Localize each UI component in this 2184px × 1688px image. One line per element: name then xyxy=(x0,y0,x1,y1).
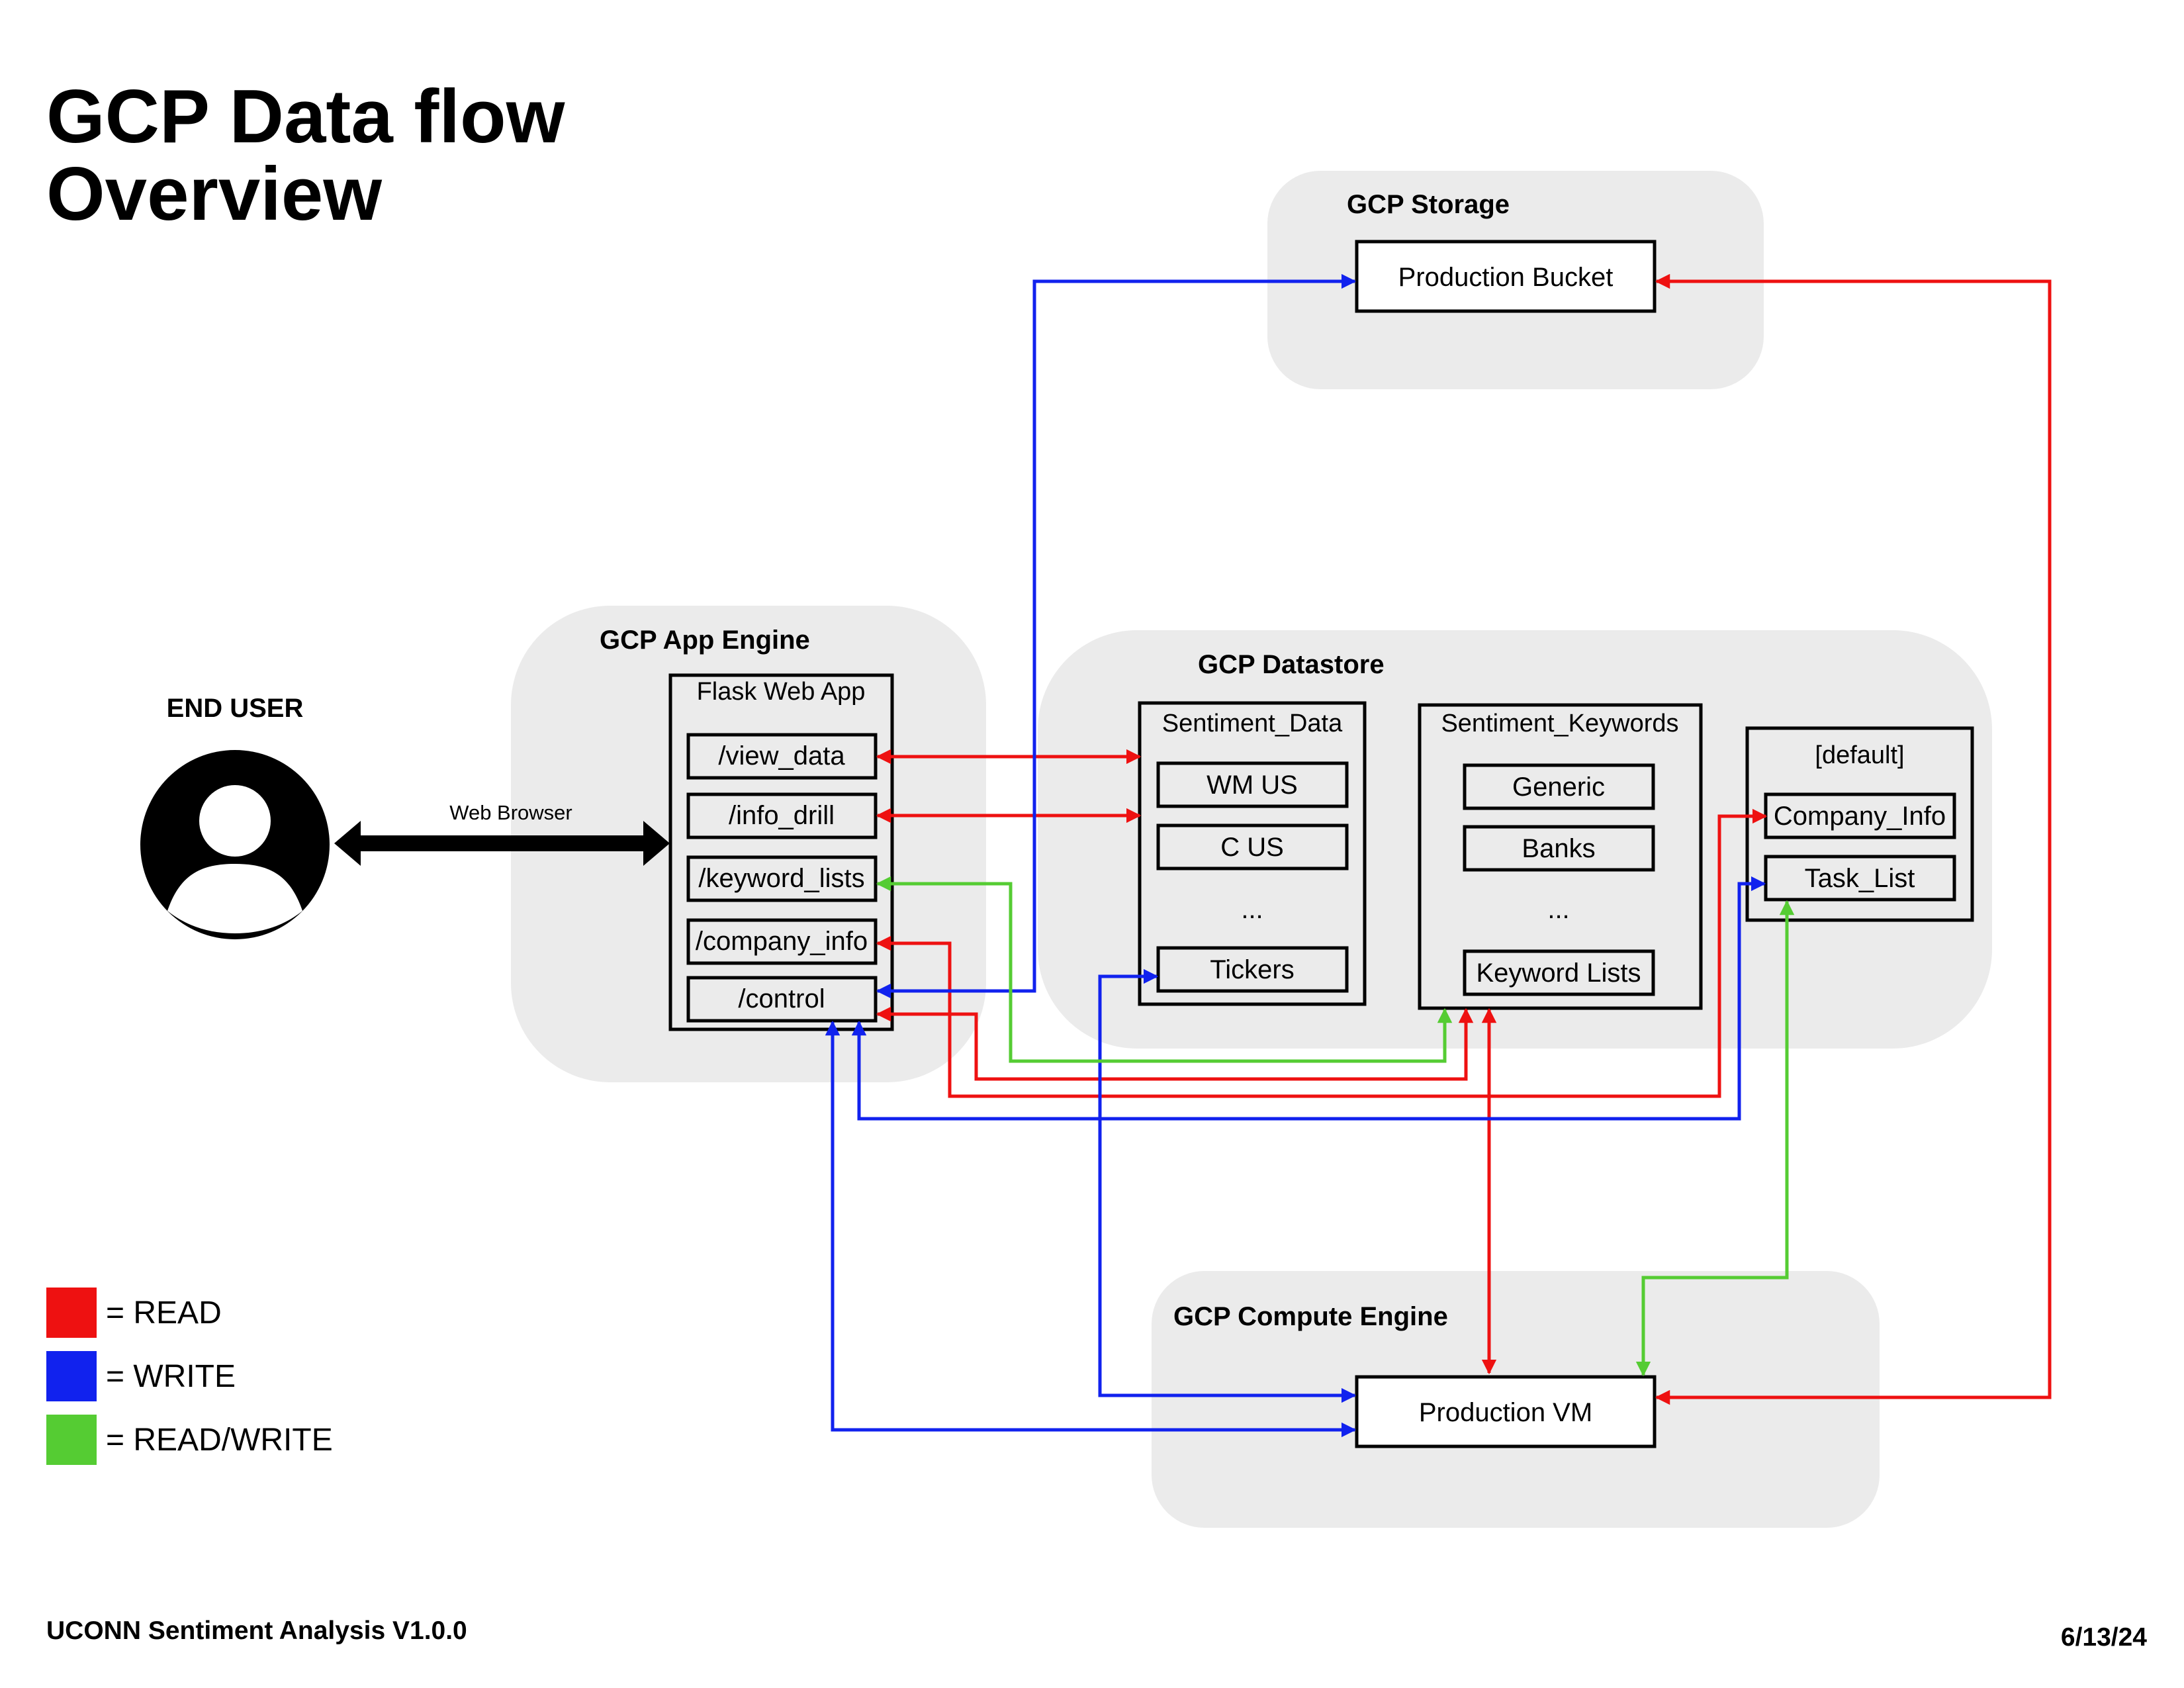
production-bucket-box xyxy=(1355,240,1657,313)
entity-wm-us-label: WM US xyxy=(1206,771,1298,800)
legend-item-readwrite: = READ/WRITE xyxy=(46,1415,333,1465)
legend-label-read: = READ xyxy=(106,1295,222,1331)
entity-banks-label: Banks xyxy=(1522,834,1595,863)
legend-swatch-write xyxy=(46,1351,97,1401)
storage-title: GCP Storage xyxy=(1347,190,1510,219)
entity-tickers-label: Tickers xyxy=(1210,955,1294,984)
legend-item-read: = READ xyxy=(46,1288,333,1338)
route-info-drill-label: /info_drill xyxy=(729,801,835,830)
sentiment-data-title: Sentiment_Data xyxy=(1162,710,1343,737)
production-vm-box xyxy=(1355,1375,1657,1448)
legend: = READ = WRITE = READ/WRITE xyxy=(46,1288,333,1478)
end-user-label: END USER xyxy=(167,694,304,723)
web-browser-label: Web Browser xyxy=(449,801,572,824)
read-link-bucket-to-vm xyxy=(1655,273,2052,1405)
page-title-line1: GCP Data flow xyxy=(46,75,565,159)
readwrite-link-task-list-to-vm xyxy=(1635,900,1795,1377)
end-user-icon xyxy=(140,750,330,939)
default-namespace-title: [default] xyxy=(1815,741,1904,769)
write-link-control-to-vm xyxy=(825,1020,1357,1438)
route-control-label: /control xyxy=(738,984,825,1013)
entity-task-list-label: Task_List xyxy=(1805,864,1915,893)
route-view-data-label: /view_data xyxy=(718,741,845,771)
legend-label-write: = WRITE xyxy=(106,1358,236,1394)
route-company-info-label: /company_info xyxy=(696,927,868,956)
entity-generic xyxy=(1463,763,1655,810)
datastore-title: GCP Datastore xyxy=(1198,650,1385,679)
production-vm-label: Production VM xyxy=(1419,1398,1592,1427)
sentiment-keywords-ellipsis: ... xyxy=(1547,895,1569,924)
compute-title: GCP Compute Engine xyxy=(1173,1302,1448,1331)
route-keyword-lists-label: /keyword_lists xyxy=(698,864,864,893)
legend-item-write: = WRITE xyxy=(46,1351,333,1401)
production-bucket-label: Production Bucket xyxy=(1398,263,1614,292)
sentiment-data-ellipsis: ... xyxy=(1241,895,1263,924)
sentiment-keywords-title: Sentiment_Keywords xyxy=(1441,710,1678,737)
route-info-drill xyxy=(686,792,878,839)
route-view-data xyxy=(686,733,878,780)
web-browser-link xyxy=(334,821,670,866)
entity-generic-label: Generic xyxy=(1512,773,1605,802)
entity-company-info-label: Company_Info xyxy=(1774,802,1946,831)
entity-c-us-label: C US xyxy=(1220,833,1284,862)
flask-app-title: Flask Web App xyxy=(697,678,866,706)
app-engine-title: GCP App Engine xyxy=(600,626,810,655)
entity-keyword-lists-label: Keyword Lists xyxy=(1477,959,1641,988)
legend-swatch-read xyxy=(46,1288,97,1338)
page-title: GCP Data flow Overview xyxy=(46,78,565,234)
legend-label-readwrite: = READ/WRITE xyxy=(106,1422,333,1458)
legend-swatch-readwrite xyxy=(46,1415,97,1465)
footer-version: UCONN Sentiment Analysis V1.0.0 xyxy=(46,1617,467,1645)
page-title-line2: Overview xyxy=(46,152,382,237)
footer-date: 6/13/24 xyxy=(2060,1623,2147,1652)
readwrite-link-keyword-lists xyxy=(876,876,1453,1063)
